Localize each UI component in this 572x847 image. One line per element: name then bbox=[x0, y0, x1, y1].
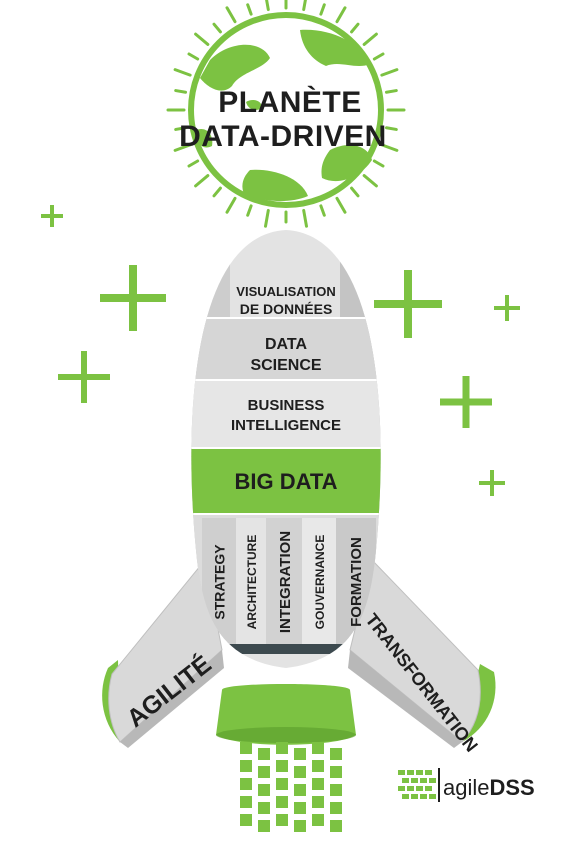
business-intelligence-line2: INTELLIGENCE bbox=[231, 417, 341, 434]
logo-suffix: DSS bbox=[489, 775, 534, 800]
pillar-label-architecture: ARCHITECTURE bbox=[245, 535, 259, 630]
plus-sparkle-icon bbox=[494, 295, 520, 321]
nose-label-line1: VISUALISATION bbox=[236, 284, 335, 299]
pillar-label-formation: FORMATION bbox=[348, 537, 365, 627]
engine bbox=[216, 684, 356, 745]
logo-mark-icon bbox=[398, 770, 436, 799]
data-science-line1: DATA bbox=[265, 336, 308, 353]
rocket-body bbox=[191, 230, 381, 668]
pillar-label-integration: INTEGRATION bbox=[277, 531, 294, 633]
globe-title-line1: PLANÈTE bbox=[218, 85, 362, 119]
left-wing bbox=[102, 558, 224, 748]
exhaust-icon bbox=[240, 742, 342, 832]
big-data-band bbox=[191, 448, 381, 514]
business-intelligence-line1: BUSINESS bbox=[248, 397, 325, 414]
plus-sparkle-icon bbox=[41, 205, 63, 227]
big-data-label: BIG DATA bbox=[234, 469, 337, 494]
plus-sparkle-icon bbox=[100, 265, 166, 331]
globe-title-line2: DATA-DRIVEN bbox=[179, 120, 387, 153]
logo-prefix: agile bbox=[443, 775, 489, 800]
pillars: STRATEGY ARCHITECTURE INTEGRATION GOUVERNAN… bbox=[212, 531, 365, 633]
plus-sparkle-icon bbox=[374, 270, 442, 338]
plus-sparkle-icon bbox=[479, 470, 505, 496]
plus-sparkle-icon bbox=[440, 376, 492, 428]
globe-icon bbox=[166, 0, 406, 228]
body-band bbox=[191, 644, 381, 654]
right-wing bbox=[348, 558, 496, 748]
plus-sparkle-icon bbox=[58, 351, 110, 403]
nose-label-line2: DE DONNÉES bbox=[240, 301, 333, 317]
agiledss-logo: agileDSS bbox=[398, 768, 535, 802]
pillar-label-gouvernance: GOUVERNANCE bbox=[313, 535, 327, 630]
logo-text: agileDSS bbox=[443, 775, 535, 800]
sparkles bbox=[41, 205, 520, 496]
data-science-line2: SCIENCE bbox=[250, 357, 321, 374]
pillar-label-strategy: STRATEGY bbox=[212, 544, 228, 620]
